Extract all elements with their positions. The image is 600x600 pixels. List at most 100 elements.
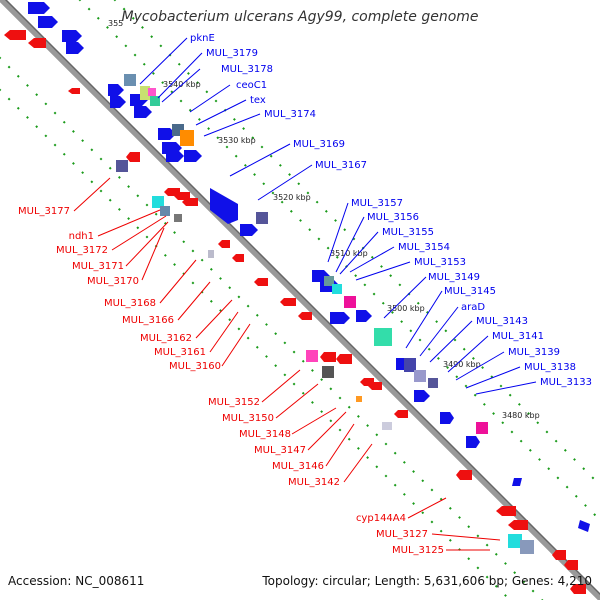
forward-gene-labels: pknE MUL_3179 MUL_3178 ceoC1 tex MUL_317…	[190, 33, 592, 388]
tick-label: 3530 kbp	[218, 136, 256, 145]
gene-block	[374, 328, 392, 346]
accession-text: Accession: NC_008611	[8, 574, 145, 588]
gene-label: araD	[461, 302, 485, 313]
gene-label: MUL_3150	[222, 413, 274, 424]
forward-label-leaders	[139, 37, 537, 395]
gene-label: MUL_3172	[56, 245, 108, 256]
genome-summary-text: Topology: circular; Length: 5,631,606 bp…	[262, 574, 592, 588]
gene-label: cyp144A4	[356, 513, 406, 524]
gene-label: MUL_3166	[122, 315, 174, 326]
reverse-genes	[4, 30, 586, 594]
gene-label: MUL_3156	[367, 212, 419, 223]
gene-arrow	[4, 30, 26, 40]
gene-label: MUL_3155	[382, 227, 434, 238]
gene-arrow	[134, 106, 152, 118]
gene-block	[124, 74, 136, 86]
gene-label: MUL_3139	[508, 347, 560, 358]
gene-label: MUL_3146	[272, 461, 324, 472]
gene-arrow	[66, 42, 84, 54]
gene-arrow	[368, 382, 382, 390]
gene-block	[520, 540, 534, 554]
gene-label: MUL_3174	[264, 109, 316, 120]
gene-block	[382, 422, 392, 430]
gene-label: MUL_3152	[208, 397, 260, 408]
gene-label: MUL_3149	[428, 272, 480, 283]
gene-arrow	[414, 390, 430, 402]
gene-arrow	[240, 224, 258, 236]
tick-label: 3500 kbp	[387, 304, 425, 313]
gene-arrow	[552, 550, 566, 560]
gene-block	[476, 422, 488, 434]
gene-label: MUL_3145	[444, 286, 496, 297]
gene-arrow	[496, 506, 516, 516]
gene-arrow	[108, 84, 124, 96]
gene-arrow	[254, 278, 268, 286]
gene-arrow	[182, 198, 198, 206]
gene-arrow	[298, 312, 312, 320]
gene-label: pknE	[190, 33, 215, 44]
gene-arrow	[356, 310, 372, 322]
gene-label: MUL_3162	[140, 333, 192, 344]
gene-arrow	[218, 240, 230, 248]
gene-label: ceoC1	[236, 80, 267, 91]
gene-arrow	[570, 584, 586, 594]
gene-block	[174, 214, 182, 222]
tick-label: 3520 kbp	[273, 193, 311, 202]
gene-block	[306, 350, 318, 362]
gene-label: MUL_3138	[524, 362, 576, 373]
gene-arrow	[38, 16, 58, 28]
gene-arrow	[62, 30, 82, 42]
gene-label: MUL_3154	[398, 242, 450, 253]
gene-label: MUL_3143	[476, 316, 528, 327]
gene-arrow	[336, 354, 352, 364]
gene-arrow	[166, 150, 184, 162]
gene-label: MUL_3141	[492, 331, 544, 342]
gene-block	[148, 88, 156, 96]
gene-block	[160, 206, 170, 216]
gene-arrow	[564, 560, 578, 570]
map-title: Mycobacterium ulcerans Agy99, complete g…	[121, 9, 479, 25]
gene-block	[356, 396, 362, 402]
gene-arrow	[210, 188, 238, 224]
gene-label: MUL_3171	[72, 261, 124, 272]
gene-label: MUL_3168	[104, 298, 156, 309]
gene-arrow	[126, 152, 140, 162]
gene-block	[152, 196, 164, 208]
gene-block	[404, 358, 416, 372]
gene-label: MUL_3127	[376, 529, 428, 540]
reverse-gene-labels: MUL_3177 ndh1 MUL_3172 MUL_3171 MUL_3170…	[18, 206, 444, 556]
gene-arrow	[330, 312, 350, 324]
gene-block	[324, 276, 334, 286]
gene-label: tex	[250, 95, 266, 106]
gene-label: MUL_3133	[540, 377, 592, 388]
reverse-label-leaders	[73, 177, 501, 551]
gene-block	[414, 370, 426, 382]
gene-arrow	[280, 298, 296, 306]
highlighted-genes	[116, 74, 534, 554]
gene-block	[140, 86, 150, 100]
gene-block	[116, 160, 128, 172]
tick-label: 3480 kbp	[502, 411, 540, 420]
tick-label: 3510 kbp	[330, 249, 368, 258]
gene-block	[332, 284, 342, 294]
gene-arrow	[68, 88, 80, 94]
gene-arrow	[28, 38, 46, 48]
gene-block	[344, 296, 356, 308]
gene-arrow	[232, 254, 244, 262]
gene-block	[208, 250, 214, 258]
gene-label: MUL_3148	[239, 429, 291, 440]
gene-arrow	[28, 2, 50, 14]
gene-arrow	[508, 520, 528, 530]
gene-label: MUL_3161	[154, 347, 206, 358]
gene-label: MUL_3169	[293, 139, 345, 150]
gene-block	[428, 378, 438, 388]
tick-label: 355	[108, 19, 123, 28]
gene-block	[508, 534, 522, 548]
gene-label: MUL_3170	[87, 276, 139, 287]
gene-label: MUL_3153	[414, 257, 466, 268]
